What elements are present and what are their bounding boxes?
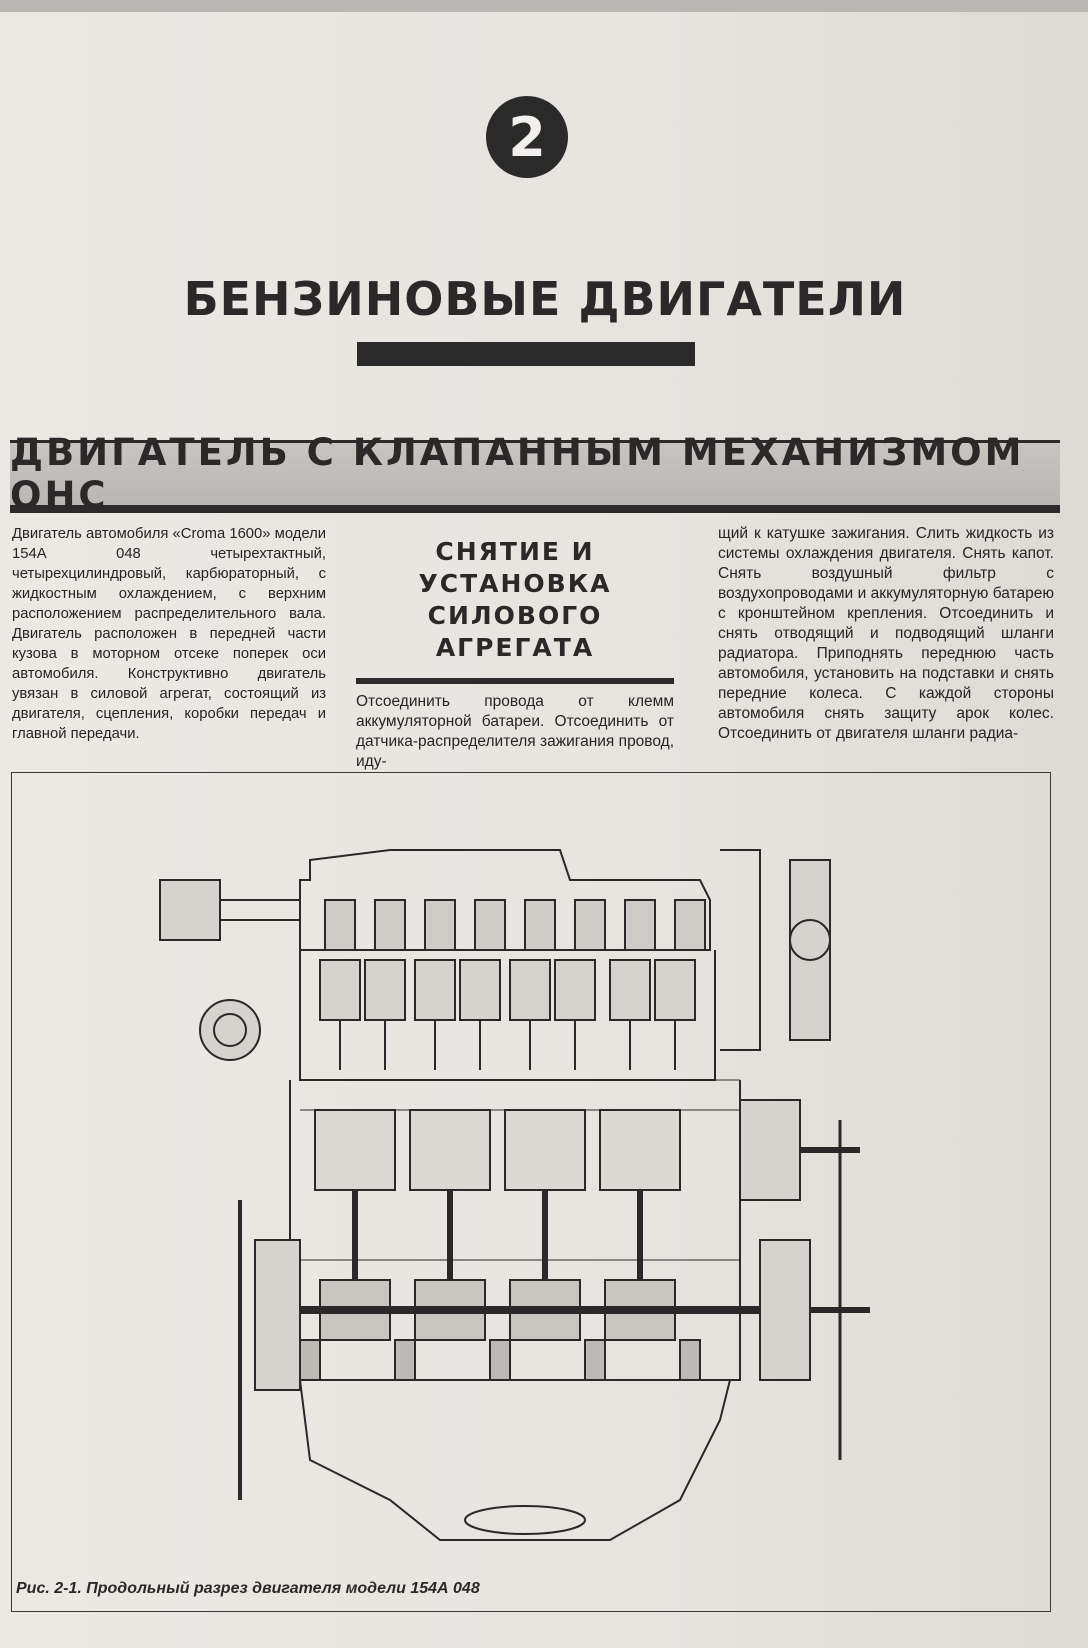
removal-paragraph-start: Отсоединить провода от клемм аккумулятор… [356, 693, 674, 770]
page-edge [0, 0, 1088, 12]
subheading: СНЯТИЕ И УСТАНОВКА СИЛОВОГО АГРЕГАТА [418, 537, 612, 662]
chapter-number-badge: 2 [486, 96, 568, 178]
section-banner: ДВИГАТЕЛЬ С КЛАПАННЫМ МЕХАНИЗМОМ ОНС [10, 431, 1060, 517]
figure-frame [11, 772, 1051, 1612]
section-title: ДВИГАТЕЛЬ С КЛАПАННЫМ МЕХАНИЗМОМ ОНС [10, 431, 1025, 517]
chapter-title: БЕНЗИНОВЫЕ ДВИГАТЕЛИ [183, 272, 907, 326]
engine-cross-section-drawing [159, 849, 870, 1541]
subheading-rule [356, 678, 674, 684]
figure-caption: Рис. 2-1. Продольный разрез двигателя мо… [16, 1580, 480, 1597]
removal-paragraph-continued: щий к катушке зажигания. Слить жидкость … [718, 525, 1054, 742]
chapter-number: 2 [508, 105, 546, 169]
intro-paragraph: Двигатель автомобиля «Croma 1600» модели… [12, 526, 326, 742]
chapter-title-rule [357, 342, 695, 366]
